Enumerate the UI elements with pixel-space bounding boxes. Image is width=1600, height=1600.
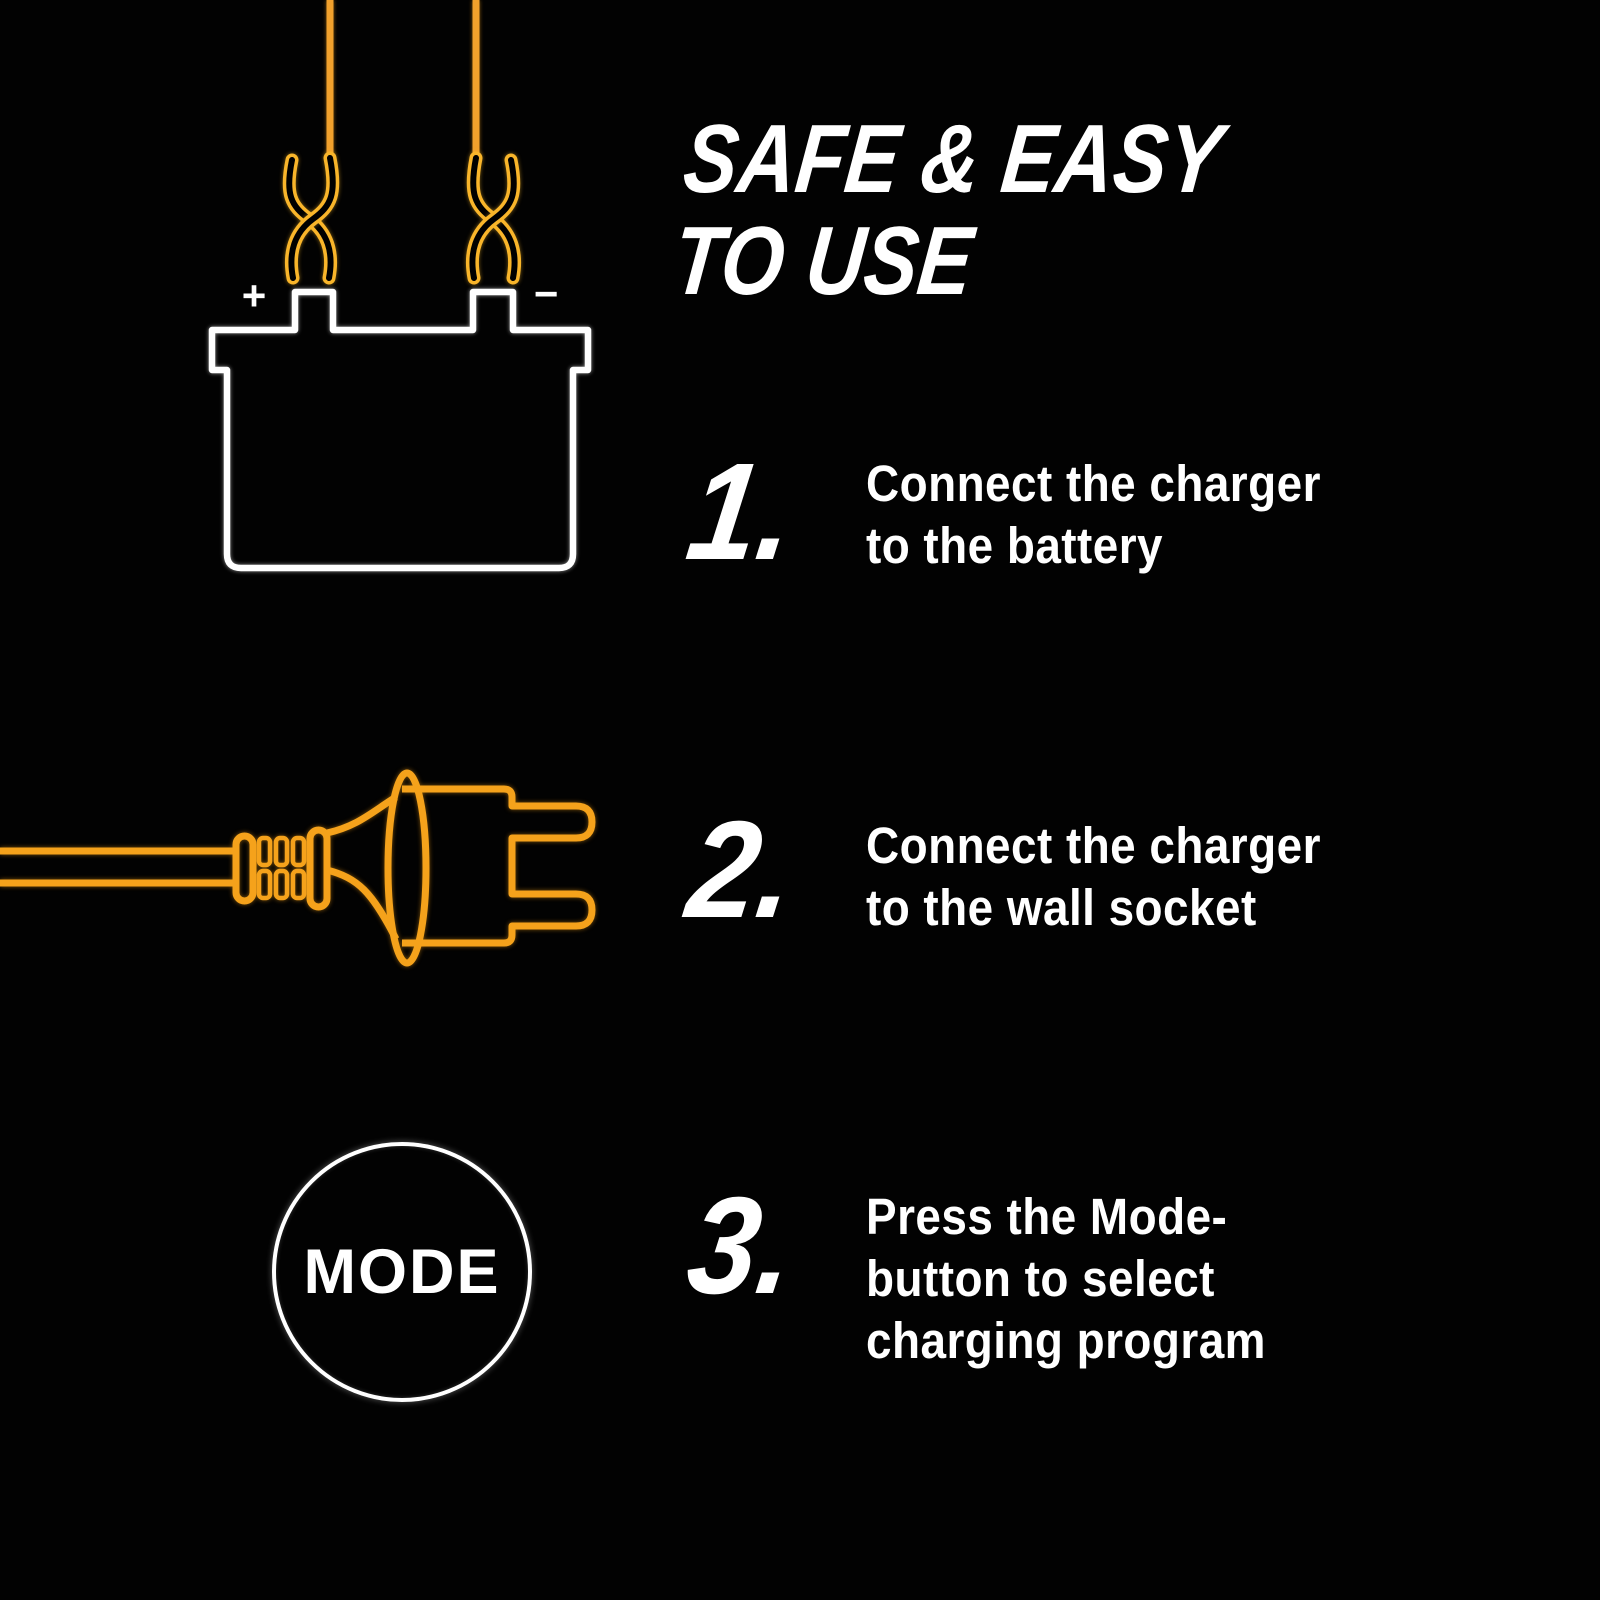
mode-button-circle: MODE — [272, 1142, 532, 1402]
step-2-text: Connect the charger to the wall socket — [866, 815, 1321, 939]
step-3-line-2: button to select — [866, 1250, 1215, 1307]
step-2-line-2: to the wall socket — [866, 879, 1257, 936]
title-line-2: TO USE — [668, 206, 978, 315]
charger-cable-wires — [326, 0, 480, 160]
power-plug-illustration — [0, 769, 596, 967]
title-line-1: SAFE & EASY — [678, 104, 1228, 213]
step-3-line-3: charging program — [866, 1312, 1266, 1369]
step-1-line-1: Connect the charger — [866, 455, 1321, 512]
step-3-number: 3. — [679, 1169, 805, 1323]
step-1-number: 1. — [679, 435, 805, 589]
step-3-line-1: Press the Mode- — [866, 1188, 1228, 1245]
step-1-text: Connect the charger to the battery — [866, 453, 1321, 577]
battery-negative-label: − — [534, 270, 559, 317]
battery-icon — [208, 288, 592, 572]
battery-positive-label: + — [242, 272, 267, 319]
negative-clamp-icon — [465, 151, 522, 285]
battery-with-clamps-illustration: + − — [208, 0, 592, 572]
mode-button-label: MODE — [303, 1237, 501, 1307]
step-3-text: Press the Mode- button to select chargin… — [866, 1186, 1266, 1372]
power-plug-icon — [0, 769, 596, 967]
step-2-number: 2. — [679, 793, 805, 947]
page-title: SAFE & EASY TO USE — [668, 104, 1228, 315]
positive-clamp-icon — [282, 151, 340, 285]
step-2-line-1: Connect the charger — [866, 817, 1321, 874]
step-1-line-2: to the battery — [866, 517, 1164, 574]
